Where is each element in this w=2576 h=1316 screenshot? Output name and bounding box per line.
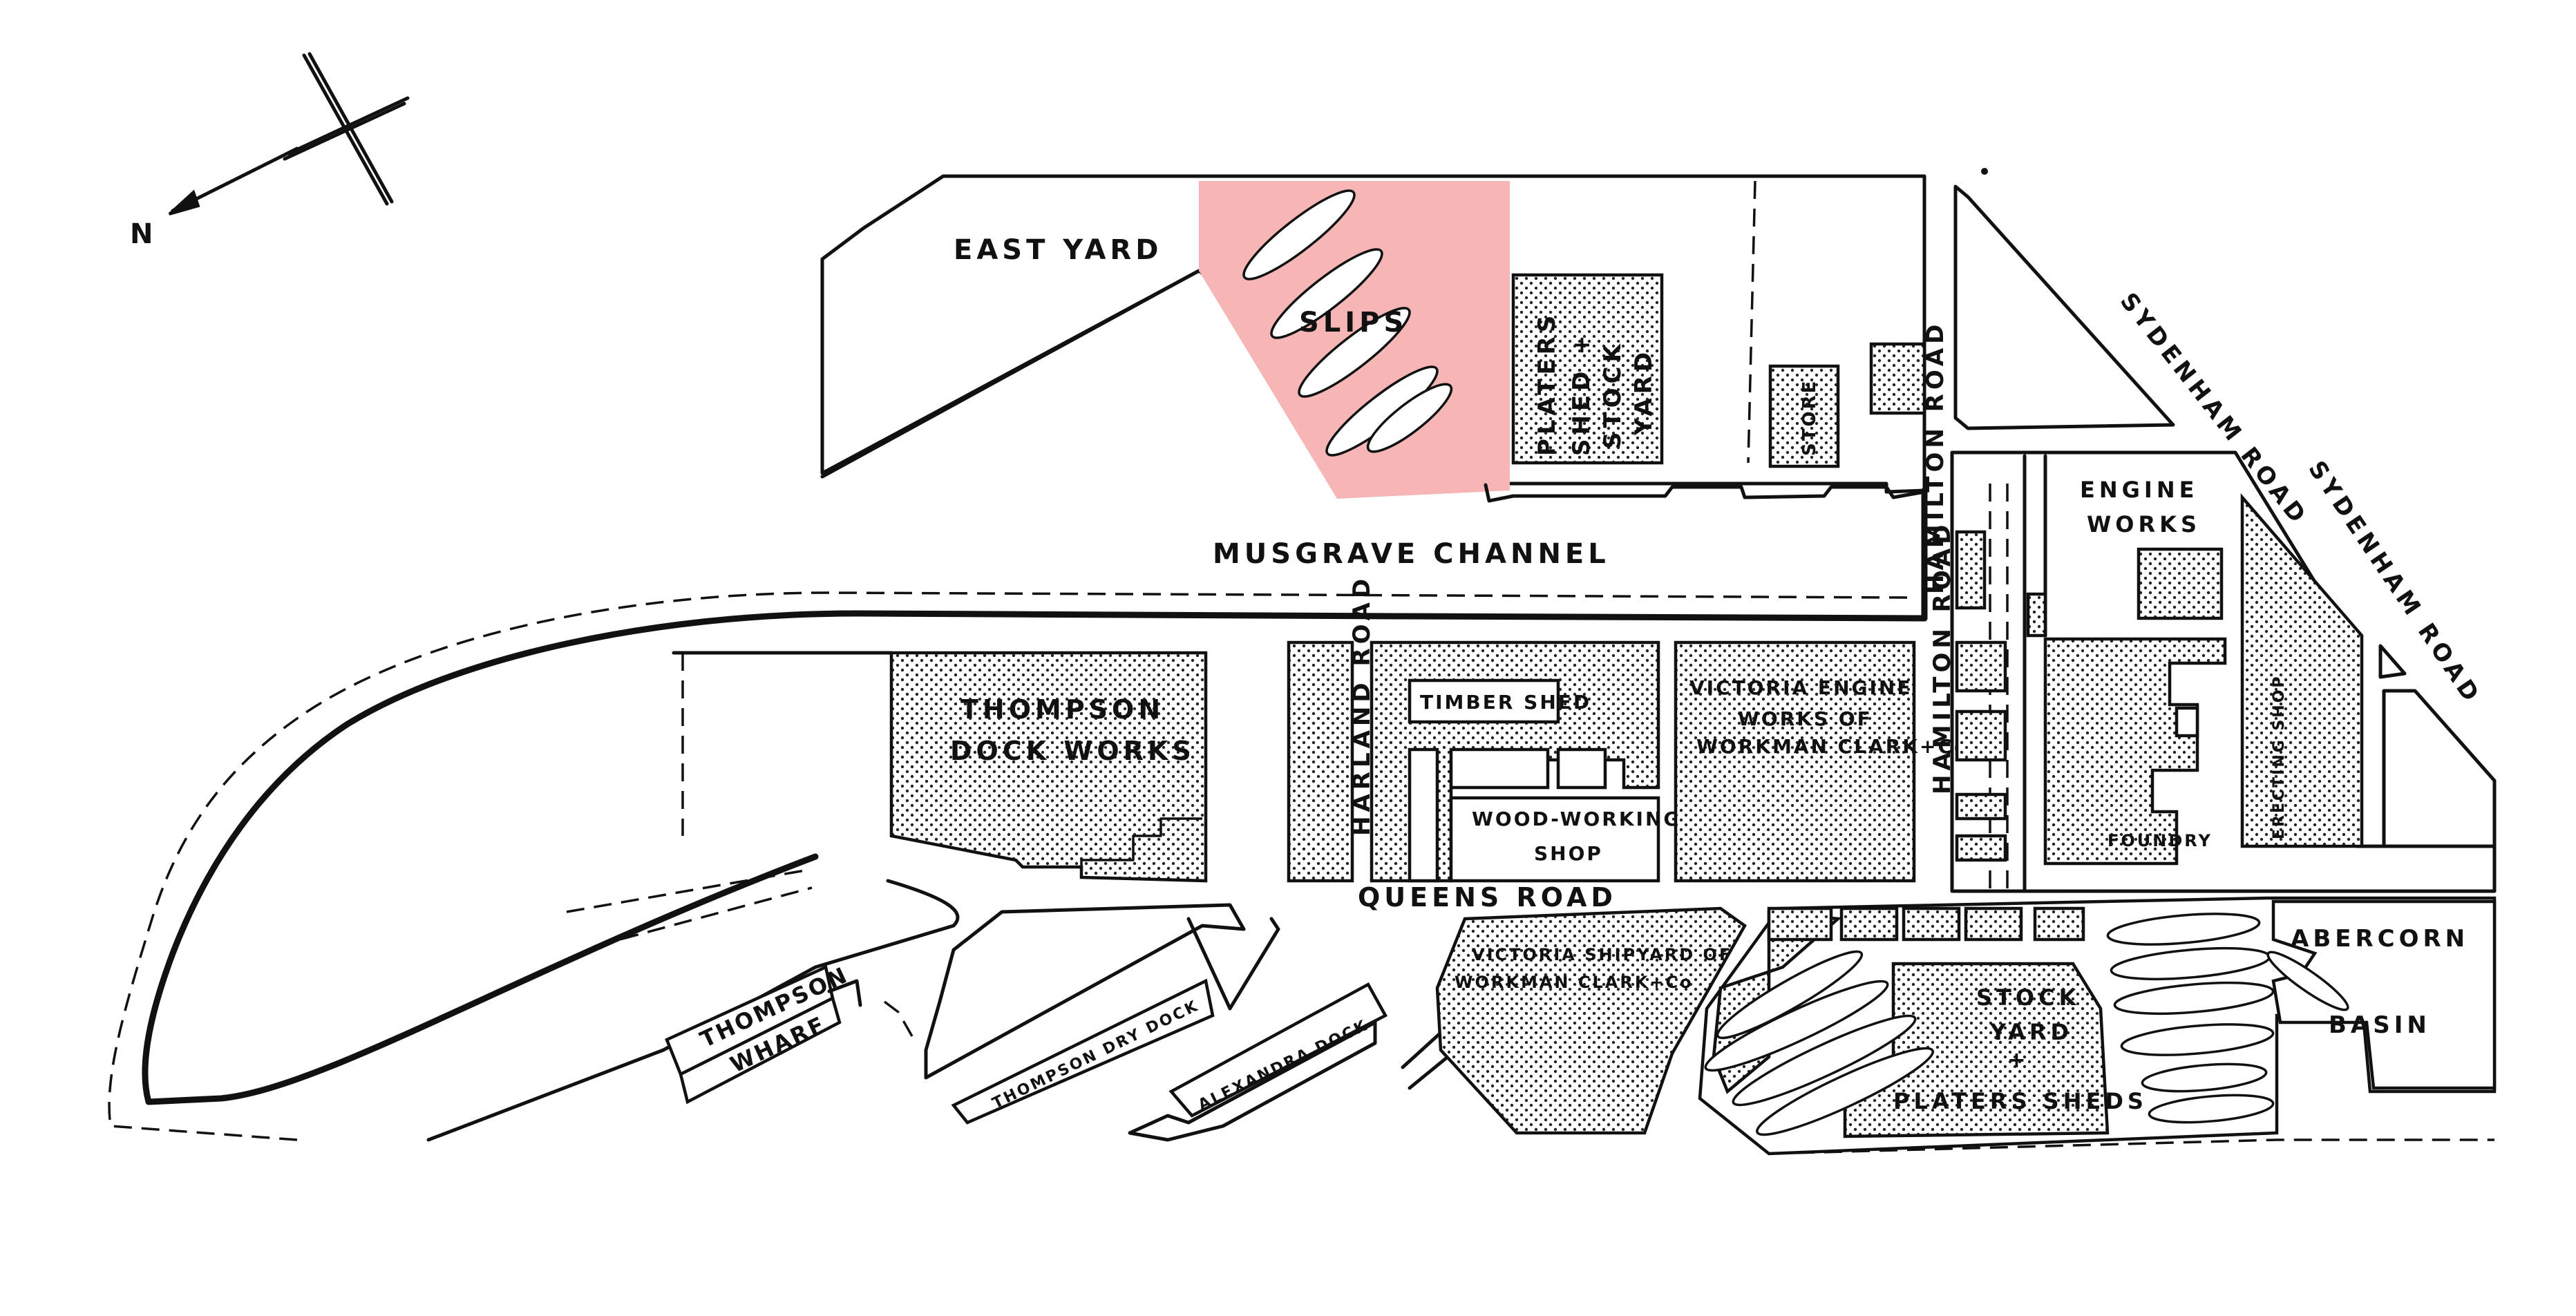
- dry-docks: THOMPSON DRY DOCK ALEXANDRA DOCK: [924, 903, 1457, 1142]
- timber-shed-label: TIMBER SHED: [1420, 691, 1591, 714]
- workman-clark-shipyard-label: WORKMAN CLARK+Co: [1455, 973, 1694, 992]
- erecting-shop-label: ERECTING SHOP: [2271, 674, 2288, 839]
- platers-shed-label: PLATERS: [1533, 312, 1561, 456]
- stock-label: STOCK: [1599, 340, 1627, 449]
- platers-sheds-label: PLATERS SHEDS: [1893, 1088, 2148, 1114]
- east-yard-label: EAST YARD: [954, 234, 1162, 266]
- abercorn-basin: STOCK YARD + PLATERS SHEDS ABERCORN BASI…: [1698, 896, 2497, 1156]
- north-arrow-icon: [168, 189, 200, 216]
- victoria-engine-works-label: VICTORIA ENGINE: [1689, 676, 1912, 699]
- thompson-dry-dock-label: THOMPSON DRY DOCK: [989, 997, 1202, 1112]
- slips-area: SLIPS: [1199, 181, 1510, 499]
- hamilton-road-upper-label: HAMILTON ROAD: [1922, 321, 1949, 594]
- dock-works-label: DOCK WORKS: [950, 736, 1195, 766]
- musgrave-channel-label: MUSGRAVE CHANNEL: [1213, 538, 1610, 570]
- yard-stock-label: YARD: [1989, 1019, 2073, 1045]
- victoria-engine-works: VICTORIA ENGINE WORKS OF WORKMAN CLARK+C…: [1674, 640, 1969, 883]
- shop-label: SHOP: [1534, 842, 1603, 865]
- queens-road-label: QUEENS ROAD: [1358, 882, 1617, 913]
- store-label: STORE: [1799, 379, 1820, 456]
- plus-label: +: [2007, 1047, 2030, 1073]
- engine-works-label: ENGINE: [2080, 477, 2198, 503]
- foundry-label: FOUNDRY: [2108, 831, 2213, 850]
- shed-label: SHED +: [1568, 331, 1595, 456]
- works-of-label: WORKS OF: [1738, 707, 1873, 730]
- abercorn-label: ABERCORN: [2291, 925, 2469, 953]
- works-label: WORKS: [2087, 511, 2201, 537]
- workman-clark-label: WORKMAN CLARK+Co: [1696, 735, 1969, 758]
- victoria-shipyard: VICTORIA SHIPYARD OF WORKMAN CLARK+Co: [1435, 906, 1747, 1135]
- coastline: [108, 487, 1928, 1141]
- thompson-dock-works-label: THOMPSON: [960, 694, 1164, 725]
- thompson-dock-works: THOMPSON DOCK WORKS: [672, 651, 1208, 883]
- slips-label: SLIPS: [1299, 307, 1408, 338]
- thompson-wharf: THOMPSON WHARF: [426, 869, 960, 1142]
- compass-north-label: N: [130, 218, 157, 250]
- engine-works-complex: FOUNDRY ENGINE WORKS ERECTING SHOP SYDEN…: [1950, 450, 2497, 893]
- stock-yard-label: STOCK: [1976, 984, 2080, 1011]
- platers-shed-stock-yard: PLATERS SHED + STOCK YARD STORE: [1484, 180, 1926, 503]
- victoria-shipyard-label: VICTORIA SHIPYARD OF: [1472, 945, 1732, 964]
- harland-road-block: HARLAND ROAD TIMBER SHED WOOD-WORKING SH…: [1287, 575, 1681, 883]
- compass: N: [130, 52, 410, 250]
- basin-label: BASIN: [2329, 1011, 2431, 1039]
- wood-working-shop-label: WOOD-WORKING: [1472, 808, 1681, 830]
- yard-label: YARD: [1630, 348, 1658, 436]
